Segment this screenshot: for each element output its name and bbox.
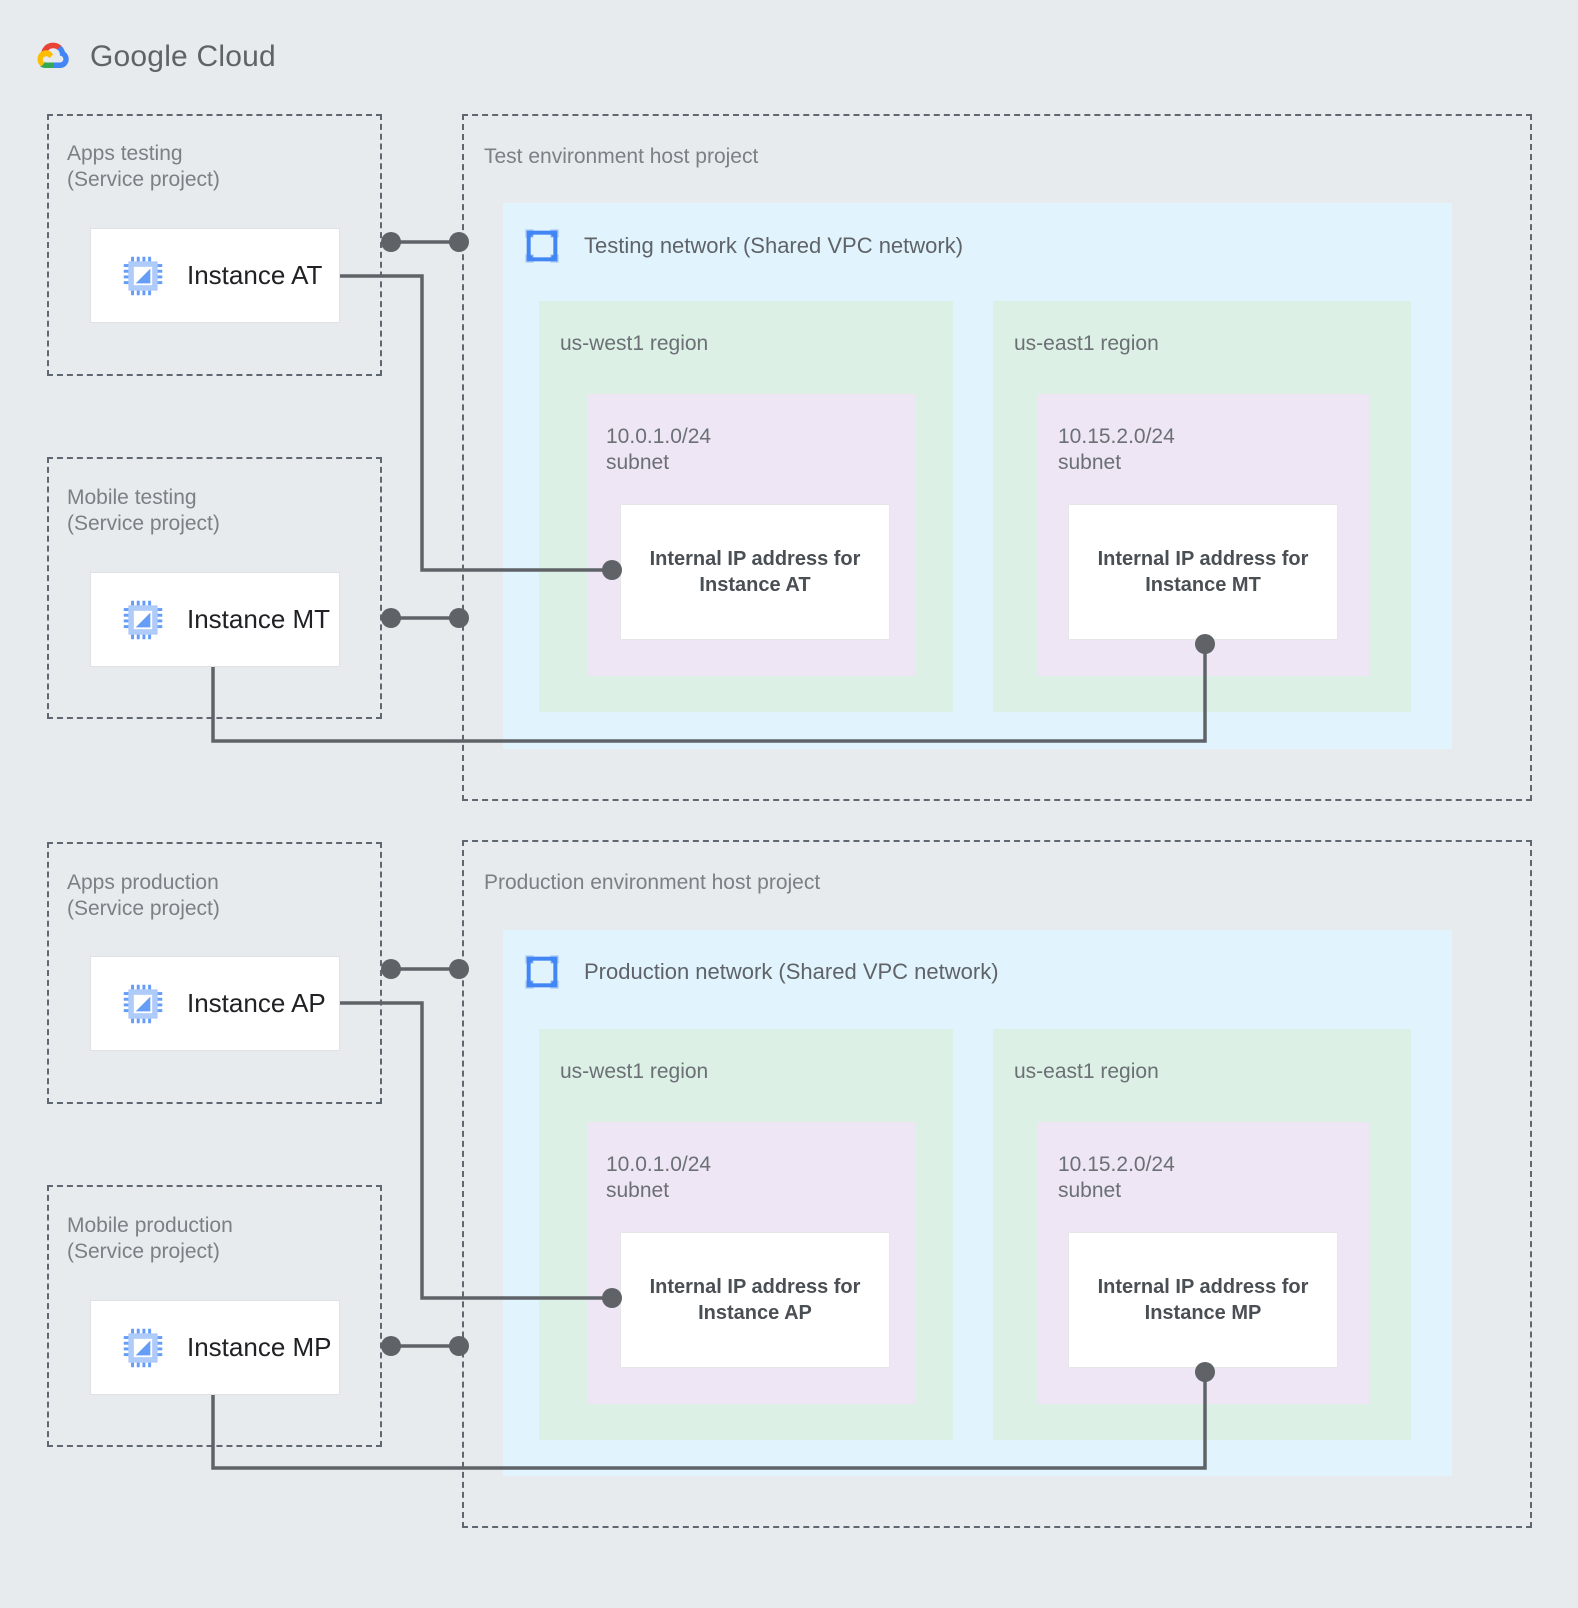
google-cloud-logo: Google Cloud xyxy=(30,34,276,80)
instance-label-ap: Instance AP xyxy=(187,988,326,1018)
instance-card-mp[interactable]: Instance MP xyxy=(90,1300,340,1395)
instance-label-mt: Instance MT xyxy=(187,604,331,634)
instance-card-at[interactable]: Instance AT xyxy=(90,228,340,323)
host-project-test-label: Test environment host project xyxy=(484,145,759,168)
region-test-us-east1-label: us-east1 region xyxy=(1014,332,1159,355)
instance-label-mp: Instance MP xyxy=(187,1332,332,1362)
subnet-test-us-west1-label: 10.0.1.0/24 subnet xyxy=(606,425,712,474)
service-project-mobile-testing-label: Mobile testing (Service project) xyxy=(67,486,220,535)
vpc-network-production-header: Production network (Shared VPC network) xyxy=(522,952,999,992)
connector-dot-mp-left xyxy=(381,1336,401,1356)
subnet-test-us-east1-label: 10.15.2.0/24 subnet xyxy=(1058,425,1175,474)
ip-box-instance-mp[interactable]: Internal IP address for Instance MP xyxy=(1068,1232,1338,1368)
compute-instance-chip-icon xyxy=(123,600,163,639)
vpc-network-testing-title: Testing network (Shared VPC network) xyxy=(584,233,964,258)
compute-instance-chip-icon xyxy=(123,256,163,295)
instance-card-mt[interactable]: Instance MT xyxy=(90,572,340,667)
ip-box-instance-at-text: Internal IP address for Instance AT xyxy=(649,548,861,596)
connector-dot-ap-left xyxy=(381,959,401,979)
ip-box-instance-ap-text: Internal IP address for Instance AP xyxy=(649,1276,861,1324)
subnet-prod-us-east1-label: 10.15.2.0/24 subnet xyxy=(1058,1153,1175,1202)
vpc-network-icon xyxy=(525,229,559,263)
compute-instance-chip-icon xyxy=(123,984,163,1023)
ip-box-instance-mt-text: Internal IP address for Instance MT xyxy=(1097,548,1309,596)
google-cloud-logo-icon xyxy=(37,42,69,69)
vpc-network-production-title: Production network (Shared VPC network) xyxy=(584,959,999,984)
brand-cloud: Cloud xyxy=(196,40,276,73)
connector-dot-mt-left xyxy=(381,608,401,628)
region-prod-us-east1-label: us-east1 region xyxy=(1014,1060,1159,1083)
vpc-network-testing-header: Testing network (Shared VPC network) xyxy=(522,226,963,266)
brand-google: Google xyxy=(90,40,188,73)
brand-text: Google Cloud xyxy=(90,40,276,74)
region-test-us-west1-label: us-west1 region xyxy=(560,332,709,355)
service-project-apps-testing-label: Apps testing (Service project) xyxy=(67,142,220,191)
instance-label-at: Instance AT xyxy=(187,260,323,290)
ip-box-instance-mt[interactable]: Internal IP address for Instance MT xyxy=(1068,504,1338,640)
ip-box-instance-mp-text: Internal IP address for Instance MP xyxy=(1097,1276,1309,1324)
vpc-network-icon xyxy=(525,955,559,989)
host-project-production-label: Production environment host project xyxy=(484,871,821,894)
service-project-apps-production-label: Apps production (Service project) xyxy=(67,871,220,920)
connector-dot-at-left xyxy=(381,232,401,252)
region-prod-us-west1-label: us-west1 region xyxy=(560,1060,709,1083)
subnet-prod-us-west1-label: 10.0.1.0/24 subnet xyxy=(606,1153,712,1202)
ip-box-instance-at[interactable]: Internal IP address for Instance AT xyxy=(620,504,890,640)
compute-instance-chip-icon xyxy=(123,1328,163,1367)
service-project-mobile-production-label: Mobile production (Service project) xyxy=(67,1214,233,1263)
ip-box-instance-ap[interactable]: Internal IP address for Instance AP xyxy=(620,1232,890,1368)
instance-card-ap[interactable]: Instance AP xyxy=(90,956,340,1051)
